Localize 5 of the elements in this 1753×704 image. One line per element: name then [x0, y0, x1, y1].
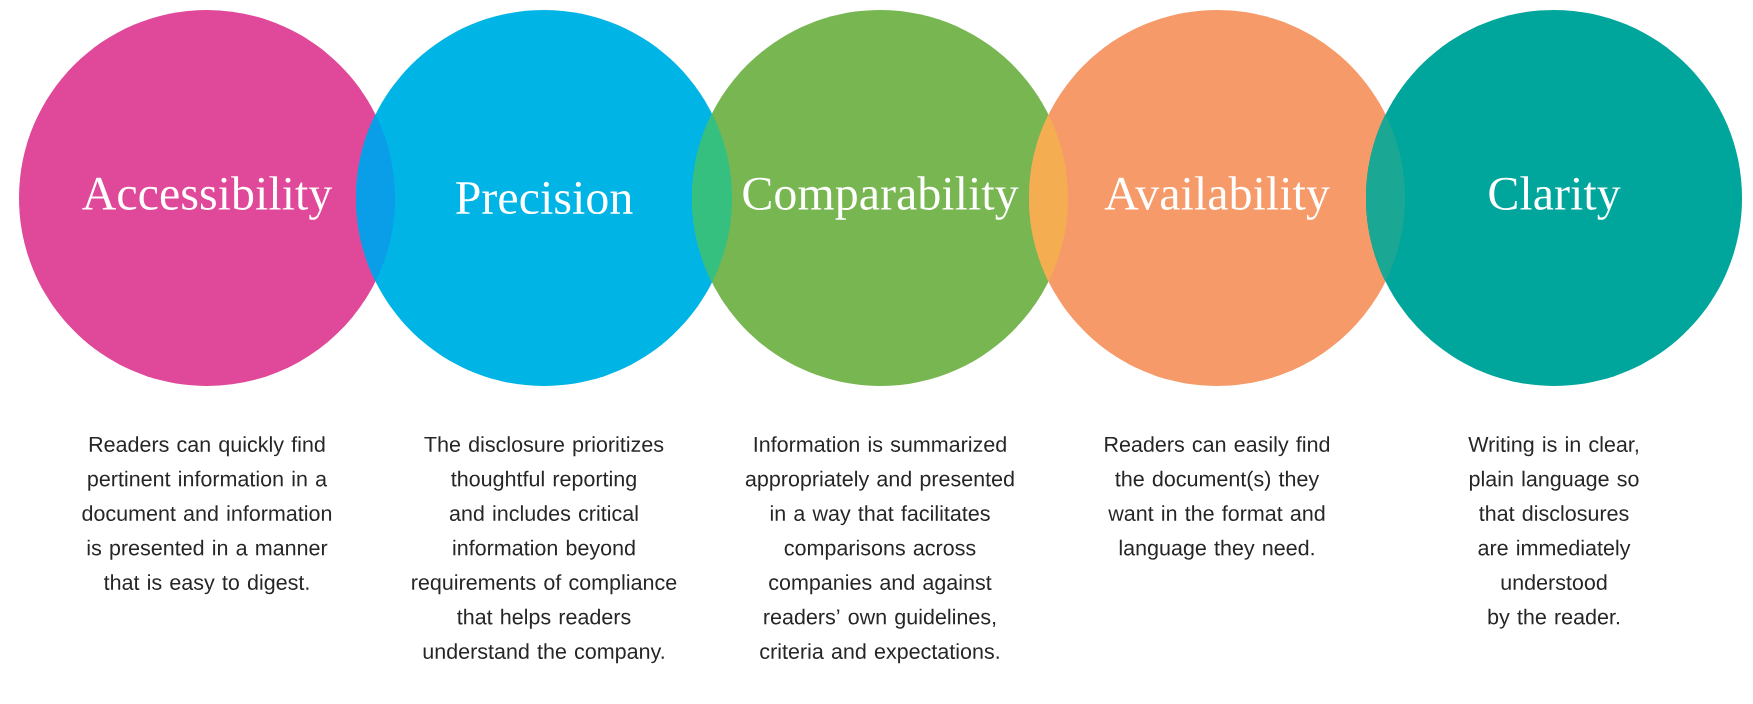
description-text: Readers can easily find the document(s) they want in the format and language they need. [1105, 436, 1330, 560]
description-text: Writing is in clear, plain language so that disclosures are immediately understood by the reader. [1468, 436, 1639, 629]
description-text: Information is summarized appropriately and presented in a way that facilitates comparisons across companies and against readers’ own guidelines, criteria and expectations. [745, 436, 1014, 664]
description-text: The disclosure prioritizes thoughtful reporting and includes critical information beyond requirements of compliance that helps readers understand the company. [412, 436, 677, 664]
description-text: Readers can quickly find pertinent information in a document and information is presented in a manner that is easy to digest. [82, 436, 332, 595]
